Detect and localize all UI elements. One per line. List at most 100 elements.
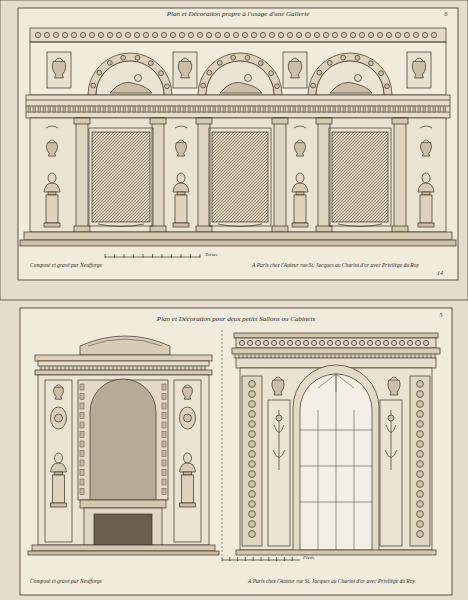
- molding: [228, 106, 231, 112]
- molding: [282, 354, 284, 358]
- molding: [160, 366, 162, 370]
- molding: [128, 366, 130, 370]
- molding: [152, 118, 164, 232]
- ornament: [152, 254, 153, 258]
- molding: [156, 366, 158, 370]
- ornament: [237, 557, 238, 561]
- molding: [272, 226, 288, 232]
- rosette: [351, 340, 356, 345]
- rosette: [116, 32, 121, 37]
- rosette: [417, 441, 424, 448]
- rosette: [375, 340, 380, 345]
- rosette: [296, 32, 301, 37]
- molding: [138, 106, 141, 112]
- molding: [30, 118, 446, 232]
- molding: [188, 366, 190, 370]
- molding: [180, 503, 196, 507]
- molding: [393, 106, 396, 112]
- rosette: [233, 32, 238, 37]
- molding: [278, 354, 280, 358]
- medallion: [180, 407, 196, 429]
- molding: [162, 479, 166, 485]
- rosette: [44, 32, 49, 37]
- molding: [353, 106, 356, 112]
- molding: [348, 106, 351, 112]
- molding: [303, 106, 306, 112]
- rosette: [249, 511, 256, 518]
- ornament: [96, 61, 164, 95]
- molding: [173, 106, 176, 112]
- ornament: [330, 82, 372, 93]
- molding: [162, 460, 166, 466]
- ornament: [206, 61, 274, 95]
- rosette: [206, 32, 211, 37]
- scale-unit: Pieds: [303, 555, 314, 561]
- rosette: [245, 55, 250, 60]
- molding: [386, 354, 388, 358]
- rosette: [161, 32, 166, 37]
- rosette: [377, 32, 382, 37]
- molding: [413, 106, 416, 112]
- molding: [290, 354, 292, 358]
- rosette: [271, 340, 276, 345]
- molding: [418, 106, 421, 112]
- molding: [410, 376, 430, 546]
- molding: [310, 354, 312, 358]
- rosette: [332, 32, 337, 37]
- molding: [33, 106, 36, 112]
- ornament: [55, 58, 64, 61]
- molding: [313, 106, 316, 112]
- rosette: [417, 381, 424, 388]
- rosette: [303, 340, 308, 345]
- rosette: [314, 32, 319, 37]
- molding: [192, 366, 194, 370]
- molding: [433, 106, 436, 112]
- molding: [316, 118, 332, 124]
- rosette: [278, 32, 283, 37]
- molding: [430, 354, 432, 358]
- molding: [162, 422, 166, 428]
- molding: [184, 472, 192, 475]
- rosette: [417, 531, 424, 538]
- molding: [0, 0, 468, 300]
- molding: [314, 354, 316, 358]
- molding: [162, 451, 166, 457]
- engraver-credit: Composé et gravé par Neufforge: [30, 578, 102, 584]
- rosette: [417, 511, 424, 518]
- rosette: [107, 60, 112, 65]
- molding: [272, 118, 288, 124]
- bust-head: [48, 173, 56, 183]
- rosette: [184, 414, 192, 422]
- molding: [48, 106, 51, 112]
- ornament: [90, 379, 156, 500]
- molding: [334, 354, 336, 358]
- molding: [162, 489, 166, 495]
- rosette: [343, 340, 348, 345]
- rosette: [53, 32, 58, 37]
- molding: [292, 223, 308, 227]
- rosette: [263, 340, 268, 345]
- rosette: [98, 32, 103, 37]
- molding: [174, 380, 201, 542]
- ornament: [180, 463, 196, 472]
- molding: [318, 354, 320, 358]
- molding: [338, 354, 340, 358]
- molding: [38, 106, 41, 112]
- rosette: [215, 32, 220, 37]
- molding: [420, 195, 432, 223]
- molding: [329, 128, 391, 226]
- molding: [80, 451, 84, 457]
- rosette: [188, 32, 193, 37]
- rosette: [417, 401, 424, 408]
- molding: [162, 394, 166, 400]
- molding: [30, 42, 446, 95]
- molding: [30, 28, 446, 42]
- molding: [254, 354, 256, 358]
- rosette: [350, 32, 355, 37]
- molding: [72, 366, 74, 370]
- molding: [270, 354, 272, 358]
- ornament: [420, 126, 432, 128]
- ornament: [110, 82, 152, 93]
- molding: [268, 106, 271, 112]
- ornament: [388, 380, 400, 395]
